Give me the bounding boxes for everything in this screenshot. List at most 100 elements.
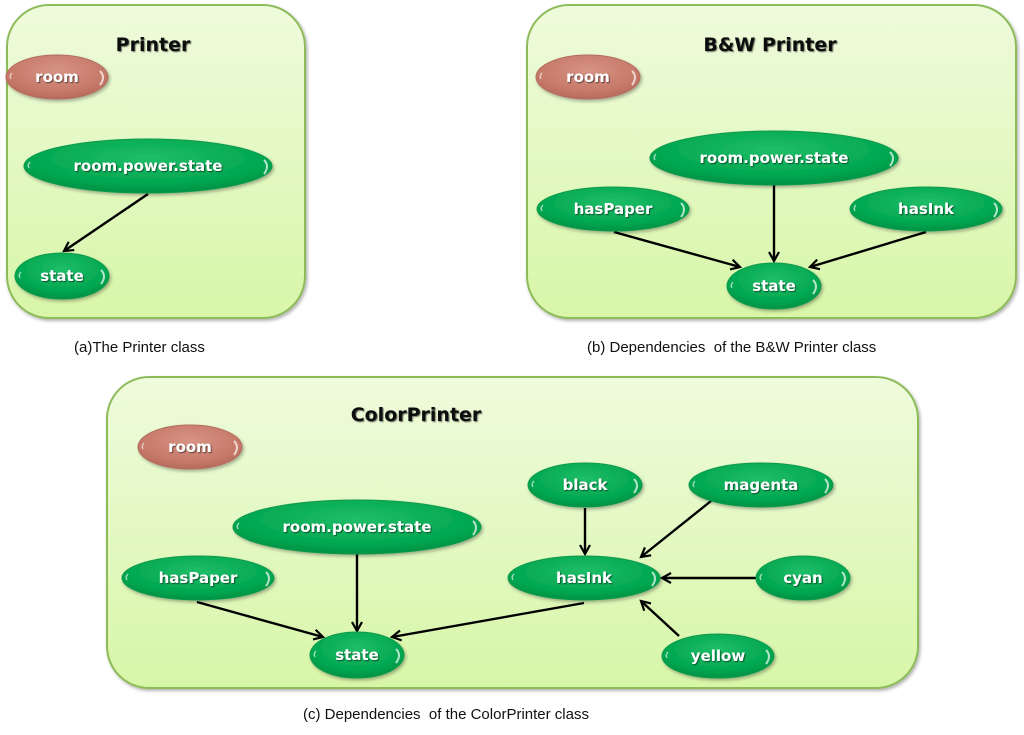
node-black[interactable]: black	[527, 462, 643, 508]
node-ellipse	[121, 555, 275, 601]
node-gloss	[889, 151, 894, 167]
node-gloss	[841, 571, 846, 587]
node-room[interactable]: room	[535, 54, 641, 100]
node-gloss	[531, 480, 535, 488]
edges	[64, 193, 149, 251]
caption-bw-printer-class: (b) Dependencies of the B&W Printer clas…	[587, 339, 877, 356]
class-title: Printer	[116, 34, 191, 56]
node-label: room.power.state	[74, 157, 223, 175]
node-gloss	[692, 480, 696, 488]
node-ellipse	[649, 130, 899, 186]
node-cyan[interactable]: cyan	[755, 555, 851, 601]
node-magenta[interactable]: magenta	[688, 462, 834, 508]
node-state[interactable]: state	[726, 262, 822, 310]
node-gloss	[540, 204, 544, 212]
node-label: room	[35, 68, 79, 86]
panel-printer: Printer room room.power.state state	[5, 4, 306, 319]
node-rps[interactable]: room.power.state	[649, 130, 899, 186]
node-hasink[interactable]: hasInk	[507, 555, 661, 601]
node-ellipse	[755, 555, 851, 601]
node-label: room	[566, 68, 610, 86]
node-gloss	[313, 650, 317, 658]
panel-b-w-printer: B&W Printer room room.power.state hasPaper h…	[526, 4, 1017, 319]
node-gloss	[511, 573, 515, 581]
node-gloss	[233, 440, 238, 456]
node-label: hasPaper	[159, 569, 238, 587]
node-gloss	[100, 269, 105, 285]
node-gloss	[653, 153, 657, 161]
node-gloss	[265, 571, 270, 587]
edge-hasink-to-state	[810, 230, 927, 267]
node-room[interactable]: room	[137, 424, 243, 470]
node-rps[interactable]: room.power.state	[232, 499, 482, 555]
node-gloss	[812, 279, 817, 295]
node-gloss	[730, 281, 734, 289]
node-state[interactable]: state	[14, 252, 110, 300]
node-state[interactable]: state	[309, 631, 405, 679]
node-label: cyan	[783, 569, 822, 587]
node-label: state	[40, 267, 84, 285]
node-gloss	[765, 649, 770, 665]
node-ellipse	[507, 555, 661, 601]
node-label: yellow	[691, 647, 746, 665]
node-gloss	[680, 202, 685, 218]
node-ellipse	[527, 462, 643, 508]
node-gloss	[395, 648, 400, 664]
node-ellipse	[726, 262, 822, 310]
node-gloss	[99, 70, 104, 86]
node-ellipse	[23, 138, 273, 194]
class-title: ColorPrinter	[351, 404, 482, 426]
node-gloss	[18, 271, 22, 279]
edge-haspaper-to-state	[613, 230, 740, 267]
node-ellipse	[309, 631, 405, 679]
node-ellipse	[137, 424, 243, 470]
node-gloss	[633, 478, 638, 494]
node-ellipse	[536, 186, 690, 232]
edges	[196, 500, 756, 637]
node-ellipse	[688, 462, 834, 508]
node-hasink[interactable]: hasInk	[849, 186, 1003, 232]
caption-colorprinter-class: (c) Dependencies of the ColorPrinter cla…	[303, 706, 589, 723]
node-gloss	[631, 70, 636, 86]
panel-colorprinter: ColorPrinter room room.power.state hasPaper…	[106, 376, 919, 689]
node-gloss	[665, 651, 669, 659]
node-haspaper[interactable]: hasPaper	[536, 186, 690, 232]
edges	[613, 185, 927, 267]
node-label: state	[335, 646, 379, 664]
node-ellipse	[5, 54, 109, 100]
class-box	[106, 376, 919, 689]
edge-rps-to-state	[64, 193, 149, 251]
node-label: state	[752, 277, 796, 295]
node-gloss	[263, 159, 268, 175]
node-label: room.power.state	[283, 518, 432, 536]
node-gloss	[9, 72, 13, 80]
node-ellipse	[535, 54, 641, 100]
node-gloss	[125, 573, 129, 581]
node-haspaper[interactable]: hasPaper	[121, 555, 275, 601]
node-gloss	[236, 522, 240, 530]
node-gloss	[759, 573, 763, 581]
edge-haspaper-to-state	[196, 600, 323, 637]
node-yellow[interactable]: yellow	[661, 633, 775, 679]
node-ellipse	[849, 186, 1003, 232]
node-gloss	[472, 520, 477, 536]
node-gloss	[651, 571, 656, 587]
caption-printer-class: (a)The Printer class	[74, 339, 205, 356]
node-rps[interactable]: room.power.state	[23, 138, 273, 194]
class-title: B&W Printer	[703, 34, 837, 56]
node-label: room	[168, 438, 212, 456]
node-label: hasInk	[898, 200, 955, 218]
node-label: room.power.state	[700, 149, 849, 167]
edge-hasink-to-state	[392, 601, 585, 637]
node-gloss	[539, 72, 543, 80]
node-label: black	[563, 476, 609, 494]
node-label: hasPaper	[574, 200, 653, 218]
node-ellipse	[661, 633, 775, 679]
node-gloss	[824, 478, 829, 494]
node-room[interactable]: room	[5, 54, 109, 100]
node-label: magenta	[724, 476, 799, 494]
edge-magenta-to-hasink	[641, 500, 712, 557]
node-ellipse	[232, 499, 482, 555]
node-ellipse	[14, 252, 110, 300]
